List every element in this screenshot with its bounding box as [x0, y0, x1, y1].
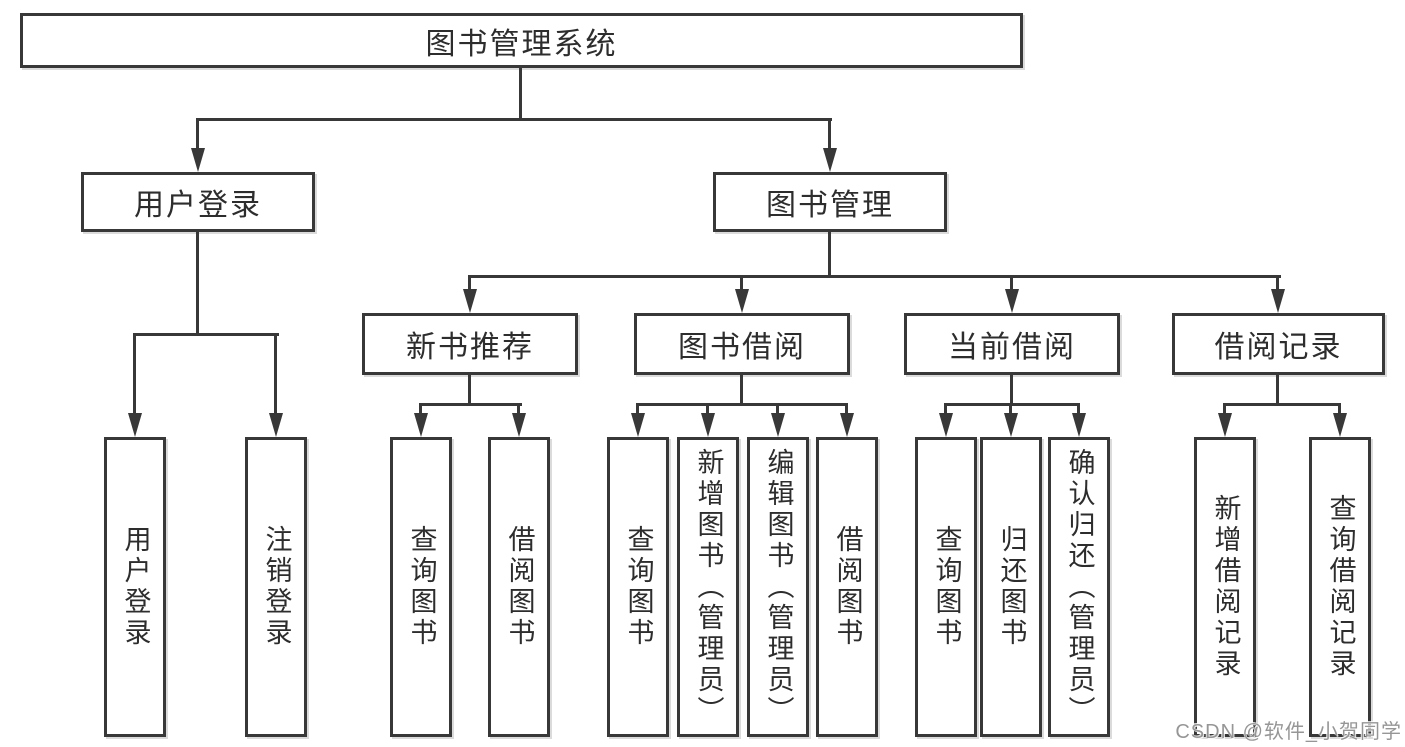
connector-v-line: [636, 403, 639, 415]
connector-v-line: [517, 403, 520, 415]
leaf-logout-label: 注销登录: [261, 525, 292, 649]
connector-v-line: [1276, 375, 1279, 406]
leaf-query-books-recommend: 查询图书: [390, 437, 452, 737]
leaf-add-books-admin: 新增图书（管理员）: [677, 437, 739, 737]
leaf-confirm-return-admin: 确认归还（管理员）: [1048, 437, 1110, 737]
arrow-down-icon: [191, 148, 205, 172]
connector-h-line: [1223, 403, 1341, 406]
leaf-add-books-admin-label: 新增图书（管理员）: [693, 447, 724, 727]
connector-v-line: [519, 68, 522, 118]
leaf-logout: 注销登录: [245, 437, 307, 737]
connector-v-line: [740, 375, 743, 406]
leaf-return-books: 归还图书: [980, 437, 1042, 737]
connector-v-line: [1077, 403, 1080, 415]
leaf-borrow-books-recommend-label: 借阅图书: [504, 525, 535, 649]
leaf-edit-books-admin-label: 编辑图书（管理员）: [763, 447, 794, 727]
connector-v-line: [196, 118, 199, 150]
arrow-down-icon: [735, 289, 749, 313]
node-borrowing-records: 借阅记录: [1172, 313, 1385, 375]
connector-v-line: [828, 118, 831, 150]
arrow-down-icon: [939, 413, 953, 437]
connector-v-line: [274, 333, 277, 413]
csdn-watermark: CSDN @软件_小贺同学: [1175, 721, 1402, 743]
node-borrowing-records-label: 借阅记录: [1214, 331, 1343, 364]
leaf-query-books-borrowing: 查询图书: [607, 437, 669, 737]
arrow-down-icon: [1271, 289, 1285, 313]
connector-v-line: [1276, 275, 1279, 291]
arrow-down-icon: [463, 289, 477, 313]
connector-v-line: [196, 232, 199, 336]
arrow-down-icon: [512, 413, 526, 437]
connector-v-line: [828, 232, 831, 278]
arrow-down-icon: [823, 148, 837, 172]
arrow-down-icon: [1333, 413, 1347, 437]
connector-v-line: [1010, 375, 1013, 406]
leaf-borrow-books-borrowing: 借阅图书: [816, 437, 878, 737]
leaf-return-books-label: 归还图书: [996, 525, 1027, 649]
connector-h-line: [133, 333, 279, 336]
leaf-query-borrow-record: 查询借阅记录: [1309, 437, 1371, 737]
node-user-login-label: 用户登录: [134, 189, 262, 222]
connector-h-line: [196, 118, 832, 121]
connector-v-line: [845, 403, 848, 415]
arrow-down-icon: [631, 413, 645, 437]
node-book-borrowing: 图书借阅: [634, 313, 850, 375]
connector-v-line: [740, 275, 743, 291]
connector-v-line: [419, 403, 422, 415]
node-new-book-recommend-label: 新书推荐: [406, 331, 534, 364]
leaf-add-borrow-record-label: 新增借阅记录: [1210, 494, 1241, 680]
leaf-query-books-recommend-label: 查询图书: [406, 525, 437, 649]
node-current-borrowing: 当前借阅: [904, 313, 1120, 375]
leaf-add-borrow-record: 新增借阅记录: [1194, 437, 1256, 737]
connector-v-line: [1223, 403, 1226, 415]
connector-h-line: [636, 403, 848, 406]
arrow-down-icon: [414, 413, 428, 437]
leaf-query-borrow-record-label: 查询借阅记录: [1325, 494, 1356, 680]
connector-h-line: [419, 403, 522, 406]
connector-v-line: [1010, 275, 1013, 291]
connector-v-line: [468, 275, 471, 291]
connector-v-line: [1338, 403, 1341, 415]
leaf-user-login: 用户登录: [104, 437, 166, 737]
node-current-borrowing-label: 当前借阅: [948, 331, 1076, 364]
arrow-down-icon: [1004, 413, 1018, 437]
arrow-down-icon: [1218, 413, 1232, 437]
connector-v-line: [944, 403, 947, 415]
arrow-down-icon: [1072, 413, 1086, 437]
node-new-book-recommend: 新书推荐: [362, 313, 578, 375]
node-library-management-system: 图书管理系统: [20, 13, 1023, 68]
leaf-query-books-current: 查询图书: [915, 437, 977, 737]
arrow-down-icon: [1005, 289, 1019, 313]
connector-v-line: [706, 403, 709, 415]
arrow-down-icon: [840, 413, 854, 437]
arrow-down-icon: [771, 413, 785, 437]
leaf-borrow-books-borrowing-label: 借阅图书: [832, 525, 863, 649]
node-book-management: 图书管理: [713, 172, 947, 232]
node-library-management-system-label: 图书管理系统: [425, 27, 618, 61]
arrow-down-icon: [269, 413, 283, 437]
leaf-query-books-current-label: 查询图书: [931, 525, 962, 649]
node-book-borrowing-label: 图书借阅: [678, 331, 806, 364]
leaf-edit-books-admin: 编辑图书（管理员）: [747, 437, 809, 737]
connector-h-line: [468, 275, 1281, 278]
connector-v-line: [776, 403, 779, 415]
arrow-down-icon: [701, 413, 715, 437]
arrow-down-icon: [128, 413, 142, 437]
leaf-confirm-return-admin-label: 确认归还（管理员）: [1064, 447, 1095, 727]
leaf-user-login-label: 用户登录: [120, 525, 151, 649]
node-book-management-label: 图书管理: [766, 189, 894, 222]
leaf-query-books-borrowing-label: 查询图书: [623, 525, 654, 649]
node-user-login: 用户登录: [81, 172, 315, 232]
connector-v-line: [468, 375, 471, 406]
connector-v-line: [1009, 403, 1012, 415]
connector-v-line: [133, 333, 136, 413]
leaf-borrow-books-recommend: 借阅图书: [488, 437, 550, 737]
connector-h-line: [944, 403, 1080, 406]
